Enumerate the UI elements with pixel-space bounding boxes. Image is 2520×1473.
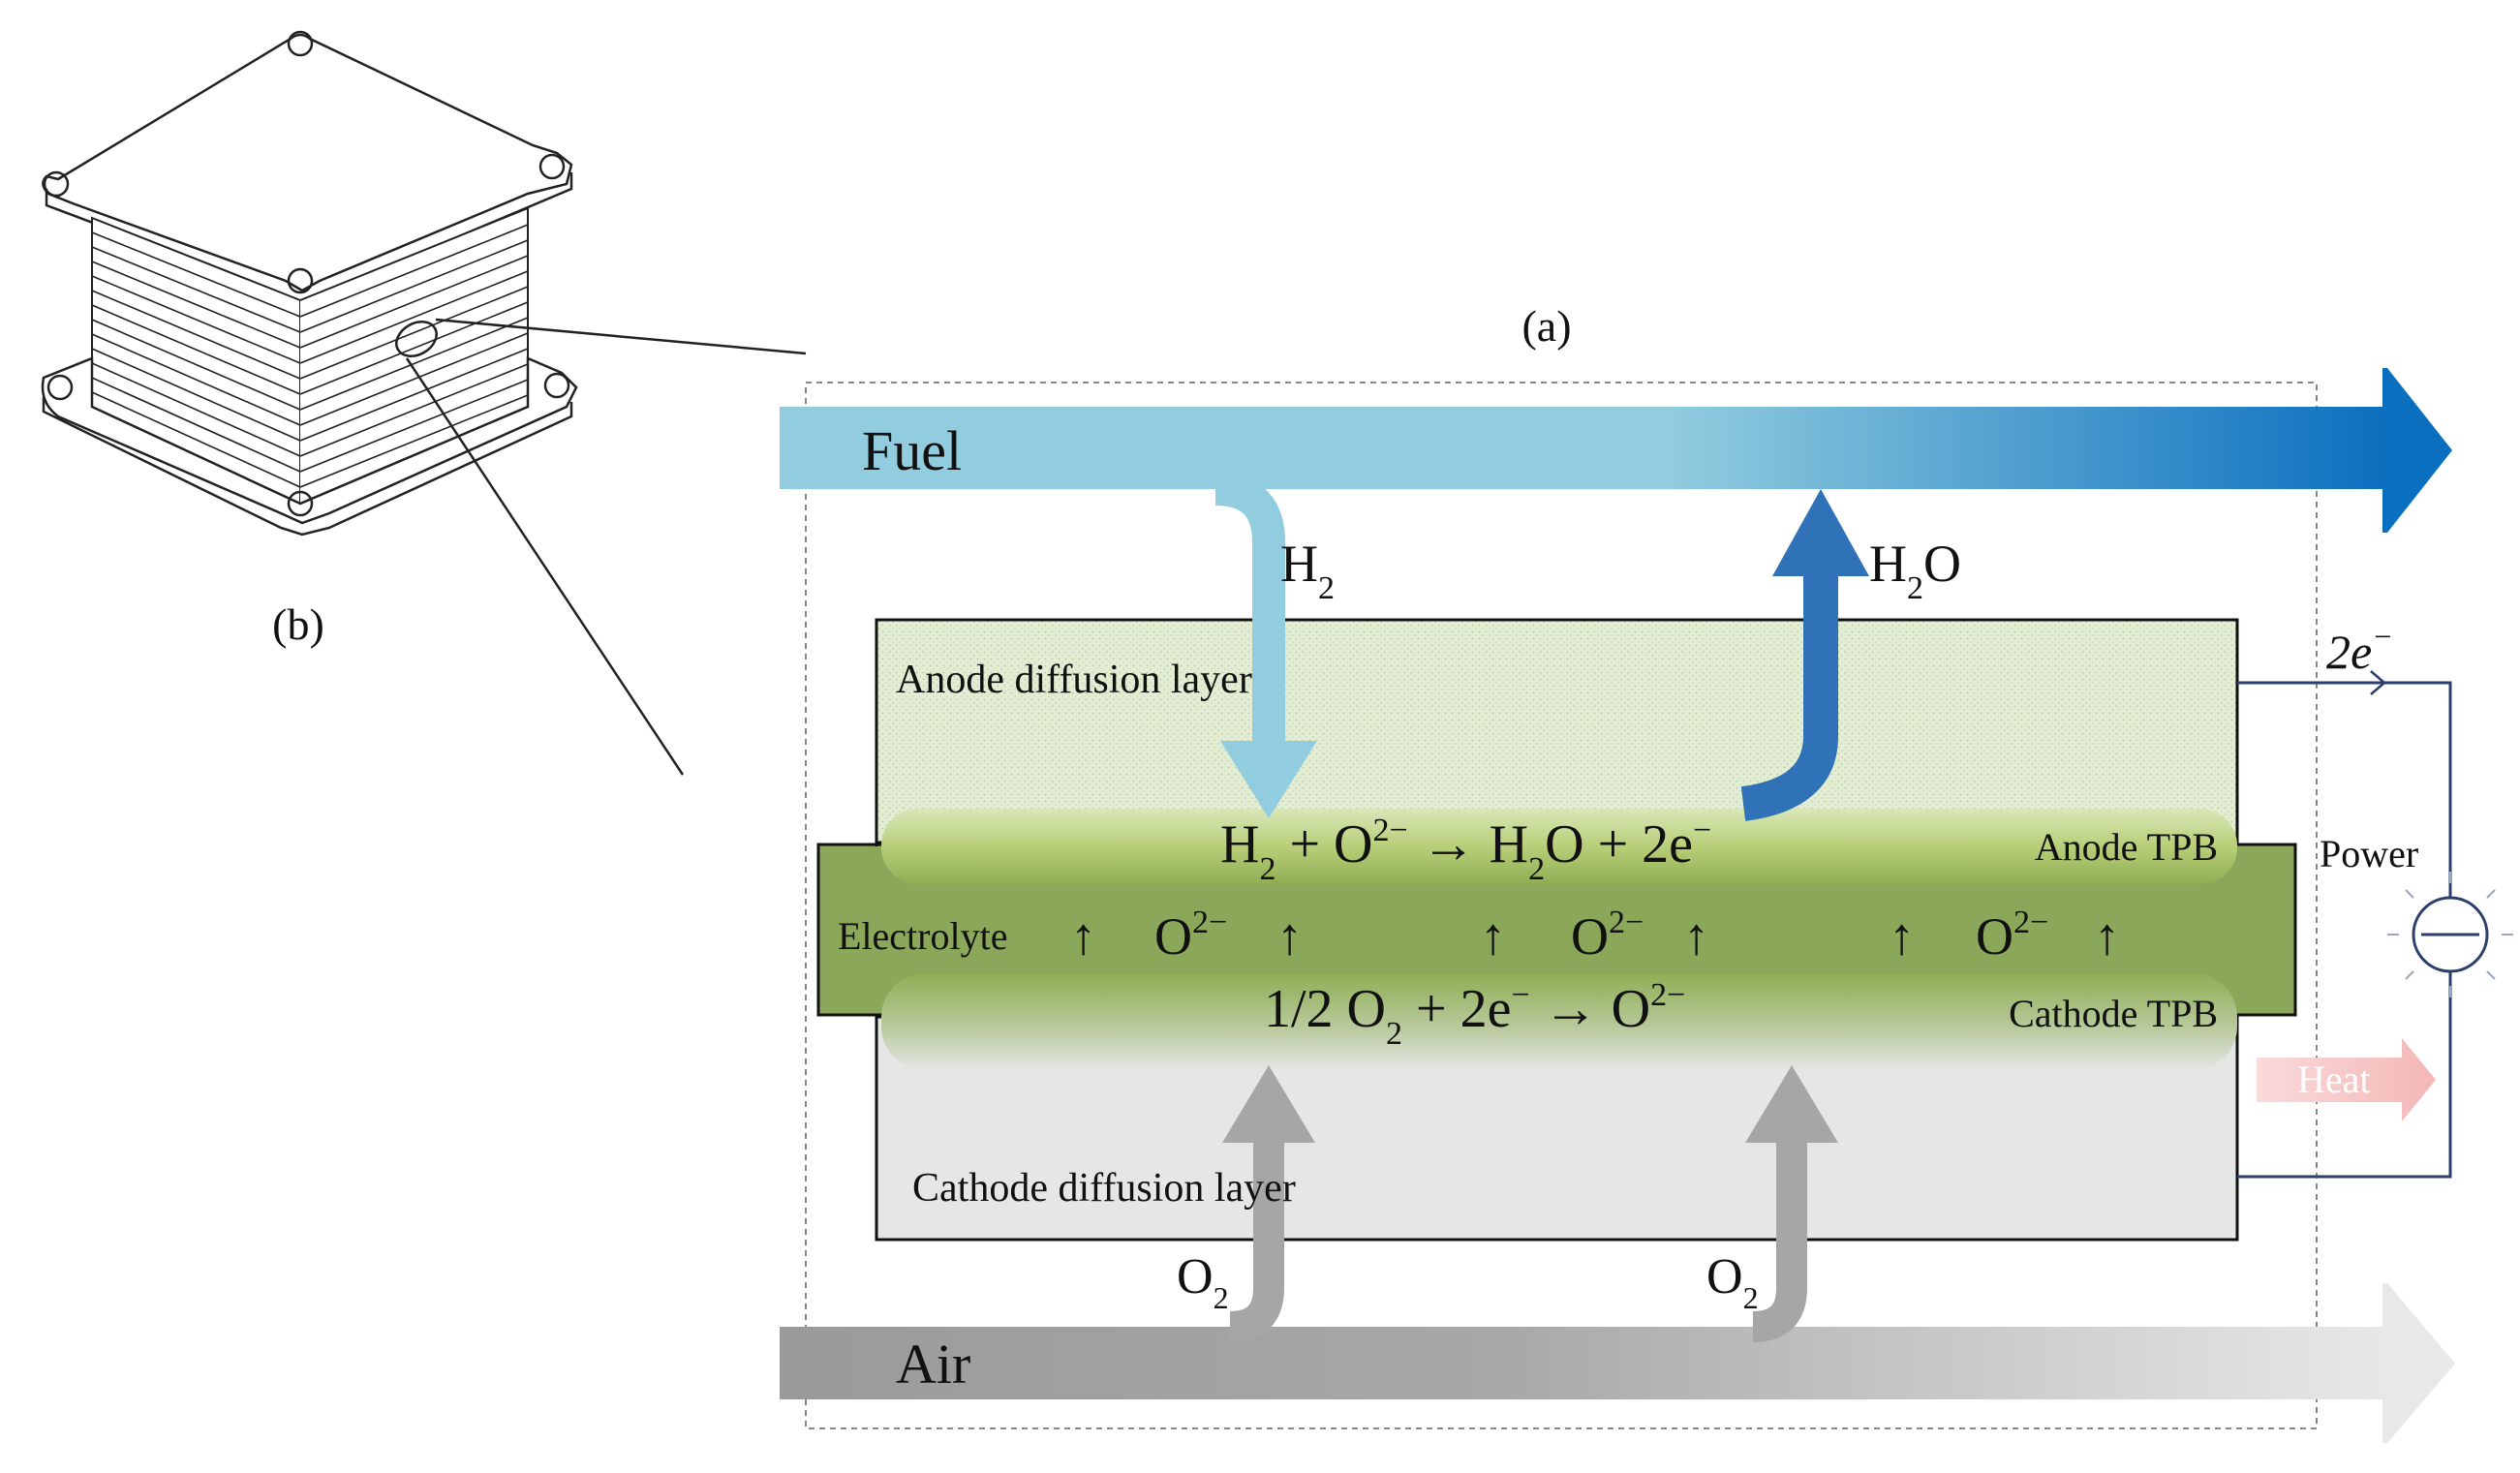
leader-line-bottom [405,357,685,776]
ion-label: O2− [1154,905,1227,966]
ion-transport-row: ↑ O2− ↑ ↑ O2− ↑ ↑ O2− ↑ [1070,905,2120,966]
ion-label: O2− [1571,905,1644,966]
h2o-arrowhead [1772,489,1869,576]
electrons-label: 2e− [2326,619,2393,679]
cathode-tpb-label: Cathode TPB [2009,992,2218,1035]
o2-label-left: O2 [1177,1249,1229,1315]
o2-arrowhead-left [1222,1065,1315,1143]
fuel-label: Fuel [862,419,962,482]
cathode-diffusion-layer-label: Cathode diffusion layer [912,1166,1296,1211]
cathode-tpb-band [881,973,2237,1070]
h2-arrowhead [1220,741,1317,818]
air-arrowhead [2382,1283,2455,1443]
o2-arrowhead-right [1745,1065,1838,1143]
o2-arrow-left [1229,1143,1284,1342]
fuel-arrowhead [2382,368,2452,533]
anode-reaction: H2 + O2− → H2O + 2e− [1220,813,1711,887]
fuel-channel [780,368,2387,533]
up-arrow: ↑ [1480,907,1506,966]
fuel-cell-stack-icon [41,30,578,537]
air-label: Air [896,1333,970,1396]
electron-flow-arrow [2370,670,2386,695]
h2-arrow [1214,473,1285,746]
anode-diffusion-layer [875,618,2239,844]
up-arrow: ↑ [1276,907,1303,966]
up-arrow: ↑ [1889,907,1915,966]
heat-label: Heat [2297,1058,2371,1101]
up-arrow: ↑ [1070,907,1096,966]
electrolyte-label: Electrolyte [838,914,1007,958]
anode-diffusion-layer-label: Anode diffusion layer [896,658,1252,702]
leader-line-top [435,318,807,355]
o2-arrow-right [1752,1143,1807,1342]
h2o-arrow [1740,571,1838,821]
cathode-reaction: 1/2 O2 + 2e− → O2− [1264,977,1685,1052]
ion-label: O2− [1976,905,2048,966]
up-arrow: ↑ [1683,907,1709,966]
h2o-label: H2O [1869,535,1961,606]
o2-label-right: O2 [1706,1249,1759,1315]
panel-b-label: (b) [272,599,324,649]
anode-tpb-label: Anode TPB [2035,825,2218,869]
anode-tpb-band [881,809,2237,884]
air-channel [780,1283,2387,1443]
h2-label: H2 [1280,535,1335,606]
up-arrow: ↑ [2094,907,2120,966]
heat-arrow [2257,1038,2436,1121]
panel-a-label: (a) [1521,301,1571,351]
power-label: Power [2320,832,2418,875]
power-meter-icon [2387,872,2513,997]
